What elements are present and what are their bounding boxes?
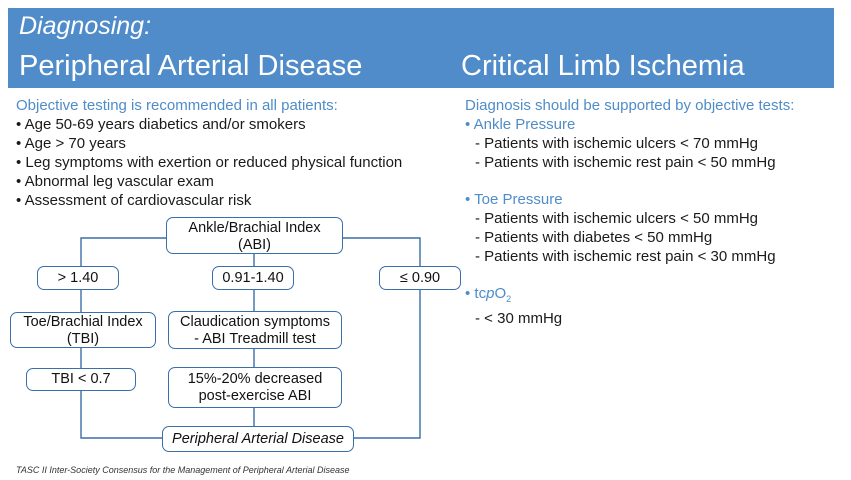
decrease-line2: post-exercise ABI <box>198 388 312 404</box>
toe-pressure-heading: Toe Pressure <box>465 190 794 209</box>
ankle-item-text: Patients with ischemic ulcers < 70 mmHg <box>484 135 759 152</box>
claudication-line1: Claudication symptoms <box>180 314 330 330</box>
source-citation: TASC II Inter-Society Consensus for the … <box>16 465 350 475</box>
ankle-item: - Patients with ischemic ulcers < 70 mmH… <box>475 135 759 152</box>
toe-item-text: Patients with ischemic rest pain < 30 mm… <box>484 248 776 265</box>
abi-line1: Ankle/Brachial Index <box>188 220 321 236</box>
connector-tbi-pad <box>80 390 162 439</box>
abi-normal-label: 0.91-1.40 <box>222 270 284 286</box>
tcpo2-o: O <box>494 285 507 302</box>
claudication-box: Claudication symptoms - ABI Treadmill te… <box>168 311 342 349</box>
toe-item-text: Patients with ischemic ulcers < 50 mmHg <box>484 210 759 227</box>
cli-intro: Diagnosis should be supported by objecti… <box>465 97 795 114</box>
connector-abi-left <box>80 237 166 242</box>
ankle-item-text: Patients with ischemic rest pain < 50 mm… <box>484 154 776 171</box>
pad-bullet: Age > 70 years <box>16 134 402 153</box>
tbi-line2: (TBI) <box>66 331 100 347</box>
title-banner: Diagnosing: Peripheral Arterial Disease … <box>8 8 834 88</box>
banner-subtitle: Diagnosing: <box>19 12 152 40</box>
pad-result-label: Peripheral Arterial Disease <box>172 431 344 447</box>
pad-bullet: Age 50-69 years diabetics and/or smokers <box>16 115 402 134</box>
toe-item: - Patients with diabetes < 50 mmHg <box>475 229 713 246</box>
abi-box: Ankle/Brachial Index (ABI) <box>166 217 343 254</box>
pad-bullet: Assessment of cardiovascular risk <box>16 191 402 210</box>
pad-criteria: Objective testing is recommended in all … <box>16 96 402 210</box>
tbi-result-box: TBI < 0.7 <box>26 368 136 391</box>
abi-high-label: > 1.40 <box>57 270 99 286</box>
toe-item-text: Patients with diabetes < 50 mmHg <box>484 229 713 246</box>
decrease-box: 15%-20% decreased post-exercise ABI <box>168 367 342 408</box>
ankle-item: - Patients with ischemic rest pain < 50 … <box>475 154 776 171</box>
tbi-box: Toe/Brachial Index (TBI) <box>10 312 156 348</box>
tcpo2-subscript: 2 <box>506 294 512 304</box>
pad-result-box: Peripheral Arterial Disease <box>162 426 354 452</box>
abi-high-box: > 1.40 <box>37 266 119 290</box>
banner-left-title: Peripheral Arterial Disease <box>19 50 363 82</box>
tcpo2-item: - < 30 mmHg <box>475 310 563 327</box>
ankle-pressure-heading: Ankle Pressure <box>465 115 794 134</box>
abi-low-box: ≤ 0.90 <box>379 266 461 290</box>
claudication-line2: - ABI Treadmill test <box>194 331 316 347</box>
banner-right-title: Critical Limb Ischemia <box>461 50 745 82</box>
pad-intro: Objective testing is recommended in all … <box>16 97 338 114</box>
abi-low-label: ≤ 0.90 <box>399 270 441 286</box>
tcpo2-heading: tcpO2 <box>465 284 794 309</box>
tcpo2-prefix: tc <box>474 285 487 302</box>
connector-low-pad <box>354 290 421 439</box>
decrease-line1: 15%-20% decreased <box>187 371 323 387</box>
abi-normal-box: 0.91-1.40 <box>212 266 294 290</box>
connector-abi-right <box>343 237 421 266</box>
pad-bullet: Leg symptoms with exertion or reduced ph… <box>16 153 402 172</box>
toe-item: - Patients with ischemic rest pain < 30 … <box>475 248 776 265</box>
tbi-line1: Toe/Brachial Index <box>23 314 143 330</box>
tbi-result-label: TBI < 0.7 <box>51 371 111 387</box>
tcpo2-p: p <box>486 285 495 302</box>
abi-line2: (ABI) <box>237 237 272 253</box>
pad-bullet: Abnormal leg vascular exam <box>16 172 402 191</box>
tcpo2-item-text: < 30 mmHg <box>484 310 563 327</box>
toe-item: - Patients with ischemic ulcers < 50 mmH… <box>475 210 759 227</box>
cli-criteria: Diagnosis should be supported by objecti… <box>465 96 794 328</box>
